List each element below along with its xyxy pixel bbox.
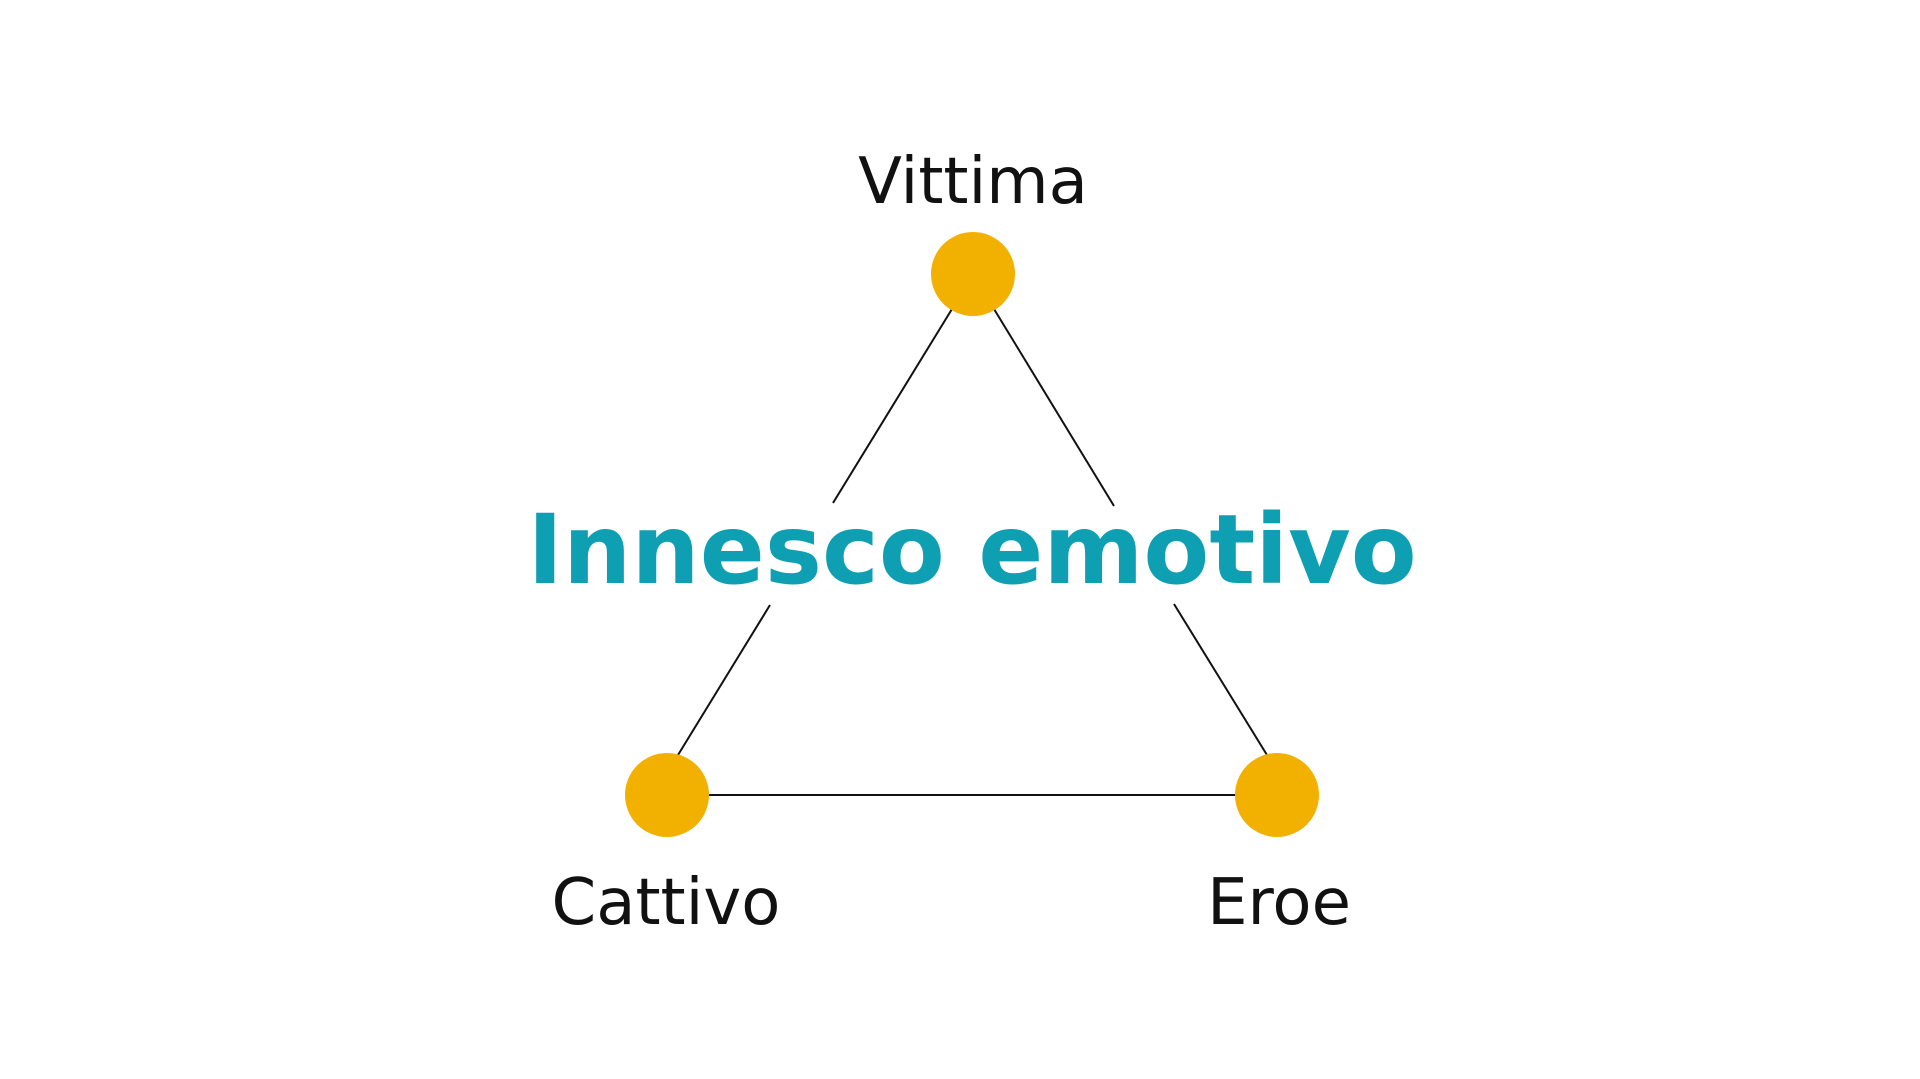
- node-cattivo: [625, 753, 709, 837]
- edge-vittima-innesco: [832, 308, 953, 504]
- node-eroe: [1235, 753, 1319, 837]
- edge-innesco-eroe: [1173, 603, 1268, 756]
- label-vittima: Vittima: [858, 145, 1088, 219]
- center-label: Innesco emotivo: [527, 494, 1416, 606]
- label-eroe: Eroe: [1207, 866, 1351, 940]
- label-cattivo: Cattivo: [552, 866, 781, 940]
- edge-innesco-cattivo: [677, 604, 771, 756]
- edge-vittima-innesco-right: [993, 308, 1115, 507]
- node-vittima: [931, 232, 1015, 316]
